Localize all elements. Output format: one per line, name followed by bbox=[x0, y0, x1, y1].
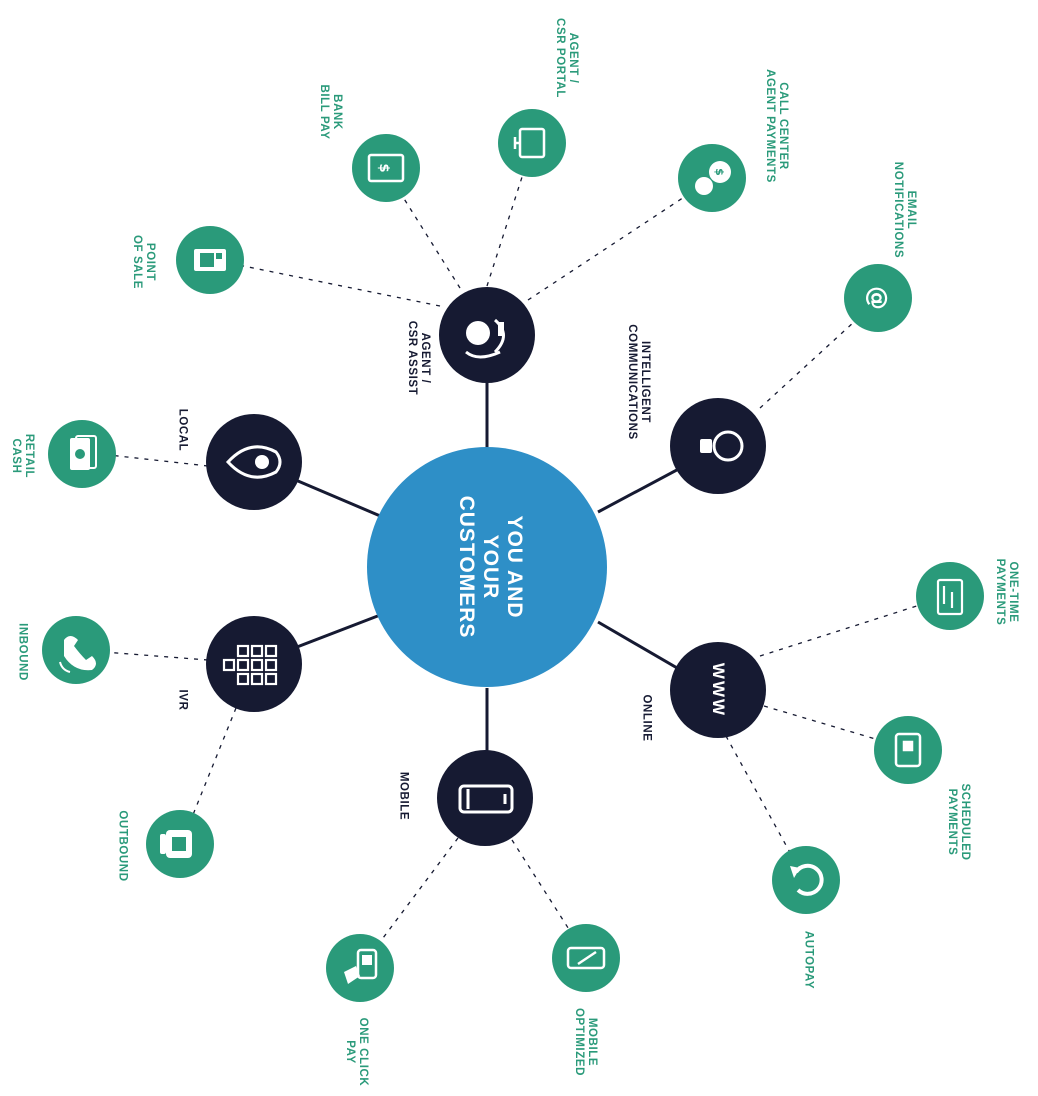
connector-one-time-payments bbox=[759, 595, 949, 657]
option-label-retail-cash: RETAIL CASH bbox=[10, 433, 35, 479]
connector-bank-bill-pay bbox=[385, 169, 461, 289]
option-label-inbound: INBOUND bbox=[16, 623, 29, 681]
pos-terminal-icon bbox=[194, 249, 226, 271]
monitor-icon bbox=[513, 127, 546, 159]
option-node-inbound[interactable] bbox=[42, 616, 110, 684]
connector-mobile-optimized bbox=[511, 839, 587, 957]
connector-call-center-agent-payments bbox=[527, 179, 711, 301]
option-label-call-center-agent-payments: CALL CENTER AGENT PAYMENTS bbox=[764, 69, 789, 183]
channel-node-agent-csr-assist[interactable] bbox=[439, 287, 535, 383]
keypad-icon bbox=[222, 644, 278, 686]
connector-inbound bbox=[77, 649, 209, 661]
option-node-retail-cash[interactable] bbox=[48, 420, 116, 488]
svg-text:$: $ bbox=[713, 168, 726, 176]
option-node-email-notifications[interactable]: @ bbox=[844, 264, 912, 332]
option-node-agent-csr-portal[interactable] bbox=[498, 109, 566, 177]
option-label-mobile-optimized: MOBILE OPTIMIZED bbox=[573, 1007, 598, 1077]
channel-label-intelligent-communications: INTELLIGENT COMMUNICATIONS bbox=[626, 324, 651, 440]
channel-node-mobile[interactable] bbox=[437, 750, 533, 846]
channel-label-ivr: IVR bbox=[176, 689, 189, 711]
channel-label-agent-csr-assist: AGENT / CSR ASSIST bbox=[406, 320, 431, 396]
channel-label-online: ONLINE bbox=[640, 694, 653, 742]
smartphone-icon bbox=[458, 784, 514, 814]
option-label-outbound: OUTBOUND bbox=[116, 810, 129, 882]
option-node-bank-bill-pay[interactable]: $ bbox=[352, 134, 420, 202]
www-icon: WWW bbox=[709, 662, 728, 718]
hub-text: YOU AND YOUR CUSTOMERS bbox=[455, 495, 526, 639]
option-node-outbound[interactable] bbox=[146, 810, 214, 878]
option-node-call-center-agent-payments[interactable]: $ bbox=[678, 144, 746, 212]
connector-retail-cash bbox=[81, 451, 209, 467]
option-node-autopay[interactable] bbox=[772, 846, 840, 914]
option-label-one-time-payments: ONE-TIME PAYMENTS bbox=[994, 558, 1019, 626]
phone-inbound-icon bbox=[59, 636, 96, 673]
cash-icon bbox=[70, 435, 97, 470]
option-node-one-click-pay[interactable] bbox=[326, 934, 394, 1002]
option-label-email-notifications: EMAIL NOTIFICATIONS bbox=[892, 161, 917, 259]
channel-node-online[interactable] bbox=[670, 642, 766, 738]
connector-autopay bbox=[725, 735, 805, 879]
option-node-one-time-payments[interactable] bbox=[916, 562, 984, 630]
refresh-icon bbox=[790, 863, 824, 896]
agent-headset-icon bbox=[465, 318, 505, 359]
hub-circle bbox=[367, 447, 607, 687]
svg-text:$: $ bbox=[376, 163, 391, 172]
option-label-autopay: AUTOPAY bbox=[802, 930, 815, 990]
check-icon bbox=[936, 578, 964, 616]
hub-node bbox=[367, 447, 607, 687]
option-node-scheduled-payments[interactable] bbox=[874, 716, 942, 784]
option-label-point-of-sale: POINT OF SALE bbox=[131, 234, 156, 290]
location-pin-icon bbox=[225, 445, 282, 479]
chat-dollar-icon: $ bbox=[695, 161, 731, 195]
bank-bill-icon: $ bbox=[367, 153, 405, 183]
channel-node-intelligent-communications[interactable] bbox=[670, 398, 766, 494]
channel-label-local: LOCAL bbox=[176, 408, 189, 452]
option-label-bank-bill-pay: BANK BILL PAY bbox=[318, 84, 343, 140]
credit-card-icon bbox=[894, 732, 922, 768]
option-label-agent-csr-portal: AGENT / CSR PORTAL bbox=[554, 18, 579, 98]
option-label-one-click-pay: ONE CLICK PAY bbox=[344, 1017, 369, 1087]
lightbulb-icon bbox=[700, 430, 744, 462]
at-sign-icon: @ bbox=[864, 286, 892, 310]
svg-text:@: @ bbox=[864, 286, 892, 310]
channel-node-local[interactable] bbox=[206, 414, 302, 510]
connector-point-of-sale bbox=[213, 259, 441, 307]
mobile-optimized-icon bbox=[566, 946, 606, 970]
desk-phone-icon bbox=[160, 830, 192, 858]
channel-label-mobile: MOBILE bbox=[397, 771, 410, 821]
tap-pay-icon bbox=[344, 948, 378, 984]
option-label-scheduled-payments: SCHEDULED PAYMENTS bbox=[946, 783, 971, 861]
channel-node-ivr[interactable] bbox=[206, 616, 302, 712]
option-node-mobile-optimized[interactable] bbox=[552, 924, 620, 992]
option-node-point-of-sale[interactable] bbox=[176, 226, 244, 294]
